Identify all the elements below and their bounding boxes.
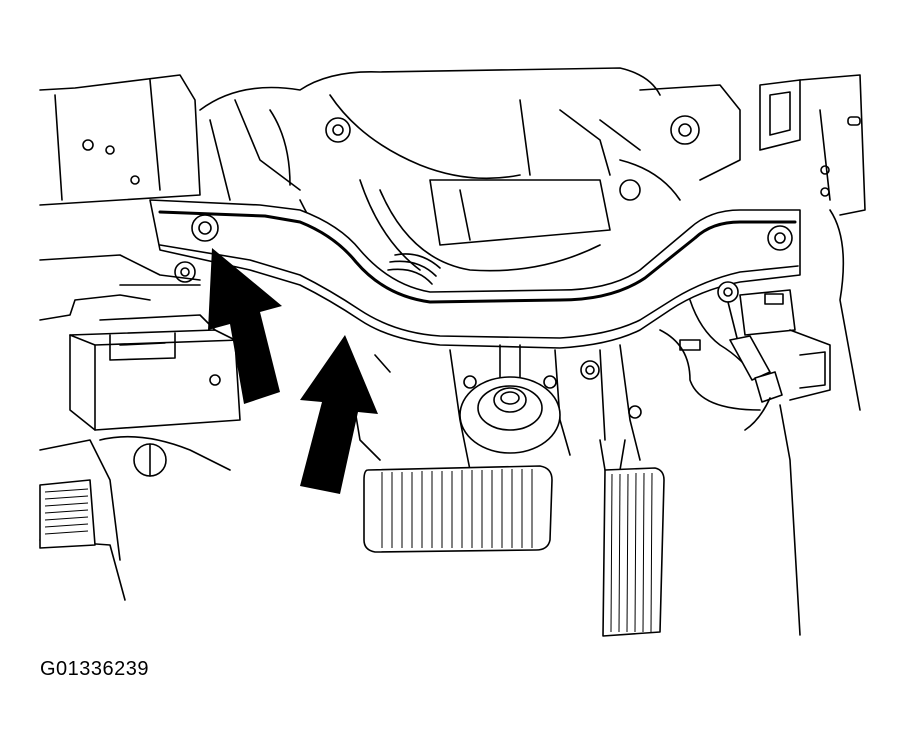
accelerator-pedal bbox=[599, 439, 665, 637]
bracket-bolt-right bbox=[767, 225, 793, 251]
steering-column-support-bracket bbox=[149, 199, 801, 349]
indicator-arrow-right bbox=[300, 335, 378, 494]
steering-shaft bbox=[344, 344, 642, 471]
right-wiring-connector bbox=[659, 209, 861, 636]
brake-pedal bbox=[363, 465, 553, 553]
brake-pedal-ribs bbox=[381, 469, 533, 548]
left-pad-ribs bbox=[44, 488, 89, 535]
accelerator-pedal-ribs bbox=[610, 472, 653, 633]
indicator-arrow-left bbox=[208, 248, 282, 404]
left-module-assembly bbox=[39, 254, 241, 601]
dashboard-background-structure bbox=[39, 67, 866, 285]
figure-id-caption: G01336239 bbox=[40, 658, 150, 680]
bracket-bolt-left bbox=[191, 214, 219, 242]
